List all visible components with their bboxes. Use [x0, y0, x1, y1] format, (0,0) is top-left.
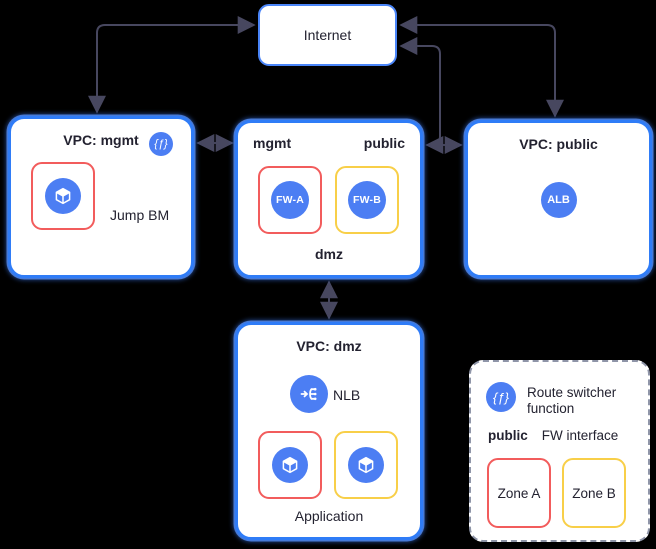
app-zone-b-box [334, 431, 398, 499]
cube-icon [55, 187, 71, 205]
fw-dmz-interface-label: dmz [315, 246, 343, 262]
function-glyph: {ƒ} [154, 138, 168, 150]
internet-node: Internet [258, 4, 397, 66]
zone-b-label: Zone B [572, 485, 616, 501]
vpc-mgmt-box: VPC: mgmt {ƒ} Jump BM [8, 116, 194, 278]
nlb-node [290, 375, 328, 413]
vpc-dmz-title: VPC: dmz [296, 338, 362, 354]
cube-icon [282, 456, 298, 474]
app-zone-a-box [258, 431, 322, 499]
compute-instance-icon [348, 447, 384, 483]
firewall-subnet-box: mgmt public FW-A FW-B dmz [235, 120, 423, 278]
alb-node: ALB [540, 182, 577, 218]
route-switcher-function-icon: {ƒ} [149, 132, 173, 156]
route-switcher-function-icon: {ƒ} [486, 382, 516, 412]
jump-bm-label: Jump BM [110, 207, 170, 223]
compute-instance-icon [272, 447, 308, 483]
vpc-mgmt-title: VPC: mgmt [63, 132, 139, 148]
fw-b-node: FW-B [348, 181, 386, 219]
nlb-label: NLB [333, 387, 361, 403]
cube-icon [358, 456, 374, 474]
fw-mgmt-interface-label: mgmt [253, 135, 292, 151]
function-glyph: {ƒ} [493, 389, 509, 405]
fw-a-zone-box: FW-A [258, 166, 322, 234]
vpc-public-box: VPC: public ALB [465, 120, 652, 278]
vpc-public-title: VPC: public [519, 136, 598, 152]
application-label: Application [294, 508, 364, 524]
compute-instance-icon [45, 178, 81, 214]
fw-public-interface-label: public [363, 135, 405, 151]
zone-a-legend-box: Zone A [487, 458, 551, 528]
fw-b-zone-box: FW-B [335, 166, 399, 234]
fw-interface-legend-row: public FW interface [488, 428, 618, 443]
zone-b-legend-box: Zone B [562, 458, 626, 528]
legend-box: {ƒ} Route switcher function public FW in… [469, 360, 650, 542]
vpc-dmz-box: VPC: dmz NLB [235, 322, 423, 540]
network-load-balancer-icon [300, 387, 317, 401]
fw-interface-example-label: public [488, 428, 528, 443]
route-switcher-legend-label: Route switcher function [527, 385, 617, 417]
arrow-internet-vpc-mgmt [88, 16, 256, 114]
zone-a-label: Zone A [497, 485, 541, 501]
jump-bm-zone-box [31, 162, 95, 230]
internet-label: Internet [303, 27, 352, 43]
fw-interface-legend-label: FW interface [541, 428, 619, 443]
arrow-internet-vpc-public [399, 16, 564, 118]
fw-a-node: FW-A [271, 181, 309, 219]
